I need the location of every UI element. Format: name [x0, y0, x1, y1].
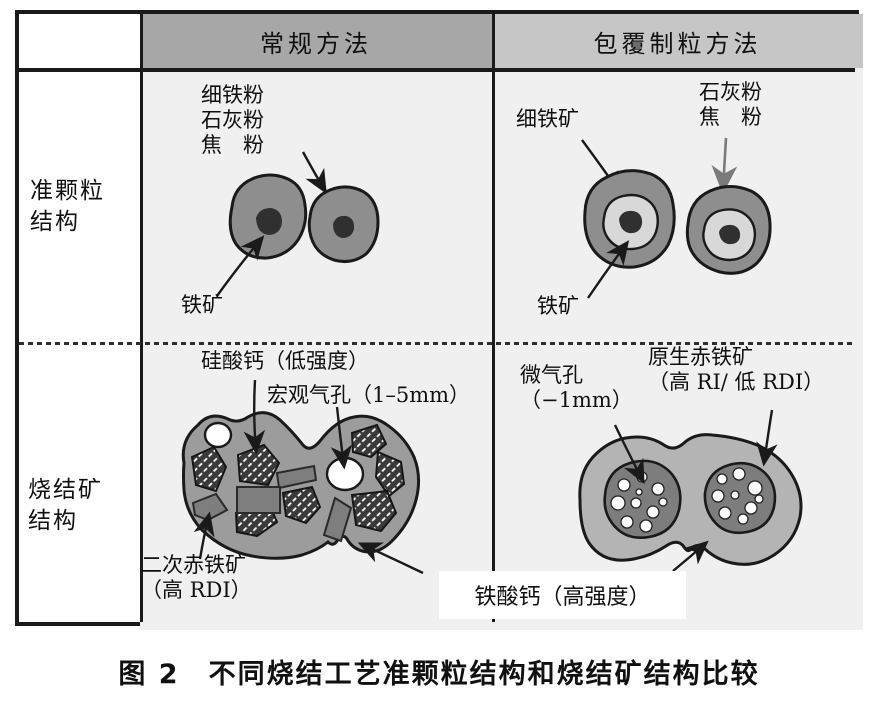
gray-phase-rect [236, 486, 281, 514]
micro-pores-label: 微气孔 （−1mm） [520, 363, 633, 413]
raw-materials-label: 细铁粉 石灰粉 焦 粉 [201, 83, 264, 158]
divider-method-columns [492, 14, 495, 622]
diagram-coating-quasi-particle [581, 137, 772, 299]
secondary-hematite-label: 二次赤铁矿 （高 RDI） [141, 553, 252, 603]
header-coating-label: 包覆制粒方法 [593, 29, 762, 58]
arrow-raw-materials [301, 151, 327, 195]
arrow-secondary-hematite [193, 511, 215, 560]
arrow-iron-ore [216, 235, 265, 297]
calcium-ferrite-label: 铁酸钙（高强度） [474, 585, 651, 610]
divider-structure-rows [19, 342, 855, 345]
gray-phase-bar [275, 464, 318, 490]
arrow-lime-coke [711, 137, 738, 195]
calcium-silicate-label: 硅酸钙（低强度） [201, 349, 369, 373]
arrow-primary-hematite [756, 409, 778, 467]
primary-hematite-label: 原生赤铁矿 （高 RI/ 低 RDI） [648, 345, 825, 395]
iron-ore-core-left [619, 210, 643, 234]
header-conventional-method: 常规方法 [140, 14, 492, 68]
header-conventional-label: 常规方法 [260, 29, 372, 58]
hatched-patch [350, 489, 398, 533]
iron-ore-core-right [333, 215, 355, 238]
divider-label-column [140, 14, 143, 622]
arrow-calcium-silicate [243, 379, 266, 455]
iron-ore-label-conventional: 铁矿 [181, 293, 223, 317]
macro-pore-right [325, 456, 365, 492]
arrow-iron-ore [587, 240, 630, 299]
macro-pore-left [203, 421, 233, 449]
arrow-calcium-ferrite-left [357, 542, 424, 575]
diagram-conventional-quasi-particle [216, 151, 380, 297]
diagram-conventional-sinter [181, 379, 424, 575]
arrow-micro-pores [613, 424, 645, 485]
lime-coke-label: 石灰粉 焦 粉 [699, 80, 762, 130]
arrow-macro-pore [330, 406, 353, 470]
micro-pores-left [610, 471, 668, 533]
gray-phase-leaf [322, 496, 353, 543]
divider-header-row [19, 68, 855, 72]
diagram-coating-sinter [578, 409, 803, 572]
header-coating-granulation-method: 包覆制粒方法 [492, 14, 863, 68]
iron-ore-core-right [719, 224, 741, 245]
hatched-patch [374, 450, 406, 498]
comparison-table: 常规方法 包覆制粒方法 [15, 10, 863, 630]
arrow-calcium-ferrite-right [672, 540, 709, 572]
iron-ore-core-left [256, 208, 282, 235]
figure-caption: 图 2 不同烧结工艺准颗粒结构和烧结矿结构比较 [118, 659, 760, 690]
row-label-quasi-particle-structure: 准颗粒 结构 [30, 178, 105, 236]
hatched-patch [281, 485, 322, 525]
hatched-patch [350, 423, 388, 459]
micro-pores-right [711, 467, 764, 525]
calcium-silicate-patch [190, 445, 228, 493]
calcium-ferrite-label-box: 铁酸钙（高强度） [439, 571, 686, 619]
iron-ore-label-coating: 铁矿 [537, 294, 579, 318]
macro-pores-label: 宏观气孔（1–5mm） [267, 383, 471, 407]
row-label-sinter-structure: 烧结矿 结构 [28, 477, 103, 535]
fine-iron-ore-label: 细铁矿 [516, 107, 579, 131]
